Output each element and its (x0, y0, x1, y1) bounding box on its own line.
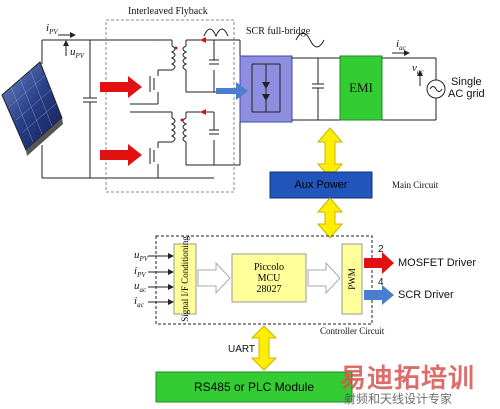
pwm-label: PWM (347, 268, 358, 290)
i-pv-symbol: iPV (46, 22, 58, 37)
scr-count-label: 4 (378, 277, 384, 288)
yellow-double-arrow-icon (316, 127, 344, 179)
u-pv-symbol: uPV (70, 46, 85, 61)
v-ac-symbol: vac (412, 62, 424, 77)
input-signal-label: iac (134, 295, 144, 310)
aux-power-box (269, 171, 373, 199)
input-signal-label: iPV (134, 265, 146, 280)
rs485-label: RS485 or PLC Module (193, 380, 315, 394)
red-arrow-icon (100, 76, 142, 98)
emi-box (339, 55, 383, 121)
red-arrow-icon (100, 144, 142, 166)
solar-panel-icon (1, 61, 63, 156)
hollow-arrow-icon (307, 261, 341, 295)
watermark-main: 易迪拓培训 (340, 364, 476, 394)
scr-diode-icon (262, 94, 270, 101)
signal-conditioning-label: Signal I/F Conditioning (180, 236, 191, 322)
flyback-frame (105, 19, 235, 193)
interleaved-flyback-label: Interleaved Flyback (128, 6, 208, 17)
mcu-box (231, 253, 307, 303)
uart-label: UART (228, 344, 256, 355)
i-ac-symbol: iac (396, 38, 406, 53)
signal-conditioning-box (173, 243, 197, 315)
mcu-label: Piccolo MCU 28027 (254, 261, 284, 295)
blue-arrow-icon (364, 285, 394, 305)
scr-full-bridge-label: SCR full-bridge (246, 26, 311, 37)
controller-frame (155, 235, 373, 325)
pwm-box (341, 243, 363, 315)
hollow-arrow-icon (197, 261, 231, 295)
rectified-waveform-icon (203, 28, 229, 38)
flyback-circuitry (112, 39, 241, 179)
scr-driver-label: SCR Driver (398, 289, 454, 301)
single-ac-grid-label: Single AC grid (448, 76, 485, 100)
diode-icon (200, 109, 206, 115)
yellow-double-arrow-icon (316, 197, 344, 239)
scr-diode-icon (262, 82, 270, 89)
aux-power-label: Aux Power (294, 179, 348, 191)
rs485-box (155, 371, 353, 403)
watermark-sub: 射频和天线设计专家 (344, 392, 453, 406)
sine-wave-icon (295, 32, 325, 48)
mosfet-driver-label: MOSFET Driver (398, 257, 477, 269)
input-wiring (41, 39, 112, 179)
red-arrow-icon (364, 252, 394, 274)
yellow-double-arrow-icon (250, 325, 278, 371)
blue-arrow-icon (216, 82, 248, 100)
main-circuit-label: Main Circuit (392, 180, 439, 190)
input-signal-label: uPV (134, 249, 149, 264)
diode-icon (200, 37, 206, 43)
controller-circuit-label: Controller Circuit (320, 326, 385, 336)
mosfet-count-label: 2 (378, 244, 384, 255)
input-signal-label: uac (134, 280, 147, 295)
emi-label: EMI (349, 80, 373, 95)
